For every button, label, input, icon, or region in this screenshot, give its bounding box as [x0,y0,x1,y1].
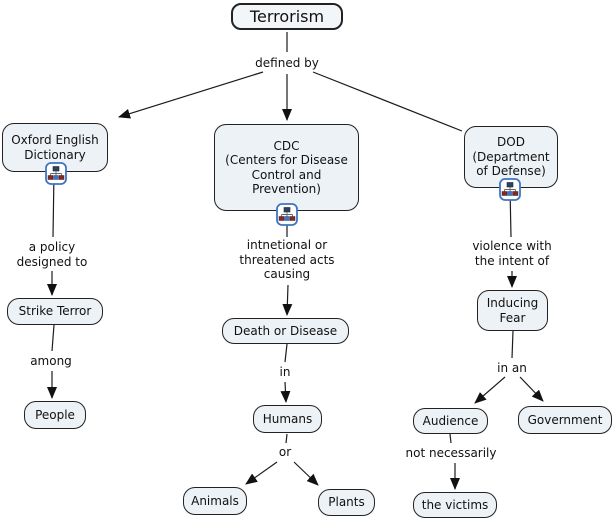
edge-or-plants [293,461,319,486]
edge-definedby-dod [312,71,463,132]
edge-definedby-oed [118,71,264,119]
edge-inan-government [519,376,544,402]
edge-acts-death [282,284,293,316]
linking-phrase-among[interactable]: among [30,354,72,368]
concept-animals[interactable]: Animals [183,487,247,515]
concept-terrorism[interactable]: Terrorism [231,3,343,30]
concept-strike-terror[interactable]: Strike Terror [7,298,103,325]
linking-phrase-violence-with-the-intent-of[interactable]: violence with the intent of [472,239,552,268]
concept-map-resource-icon[interactable] [45,162,67,185]
concept-oxford-english-dictionary[interactable]: Oxford English Dictionary [2,123,108,172]
linking-phrase-not-necessarily[interactable]: not necessarily [405,446,497,460]
edge-inan-audience [474,376,506,404]
edge-or-animals [245,461,278,485]
linking-phrase-intnetional-or-threatened-acts[interactable]: intnetional or threatened acts causing [239,238,335,281]
concept-cdc[interactable]: CDC (Centers for Disease Control and Pre… [214,124,359,211]
concept-map-resource-icon[interactable] [499,178,521,201]
edge-fear-inan [511,330,514,359]
edge-death-in [284,343,288,363]
concept-humans[interactable]: Humans [253,405,322,433]
concept-inducing-fear[interactable]: Inducing Fear [477,290,548,331]
linking-phrase-defined-by[interactable]: defined by [255,56,319,70]
concept-dod[interactable]: DOD (Department of Defense) [464,126,558,188]
concept-plants[interactable]: Plants [318,489,375,516]
edge-in-humans [280,381,291,403]
linking-phrase-in[interactable]: in [279,365,291,379]
concept-government[interactable]: Government [518,406,612,434]
concept-map-resource-icon[interactable] [276,203,298,226]
edge-humans-or [285,433,288,444]
concept-the-victims[interactable]: the victims [413,492,497,518]
linking-phrase-a-policy-designed-to[interactable]: a policy designed to [16,240,88,269]
linking-phrase-or[interactable]: or [278,445,292,459]
concept-people[interactable]: People [24,401,86,429]
edge-audience-notnec [449,433,452,444]
linking-phrase-in-an[interactable]: in an [497,361,527,375]
concept-death-or-disease[interactable]: Death or Disease [222,318,349,344]
edge-striketerror-among [51,324,55,352]
concept-audience[interactable]: Audience [413,408,488,434]
